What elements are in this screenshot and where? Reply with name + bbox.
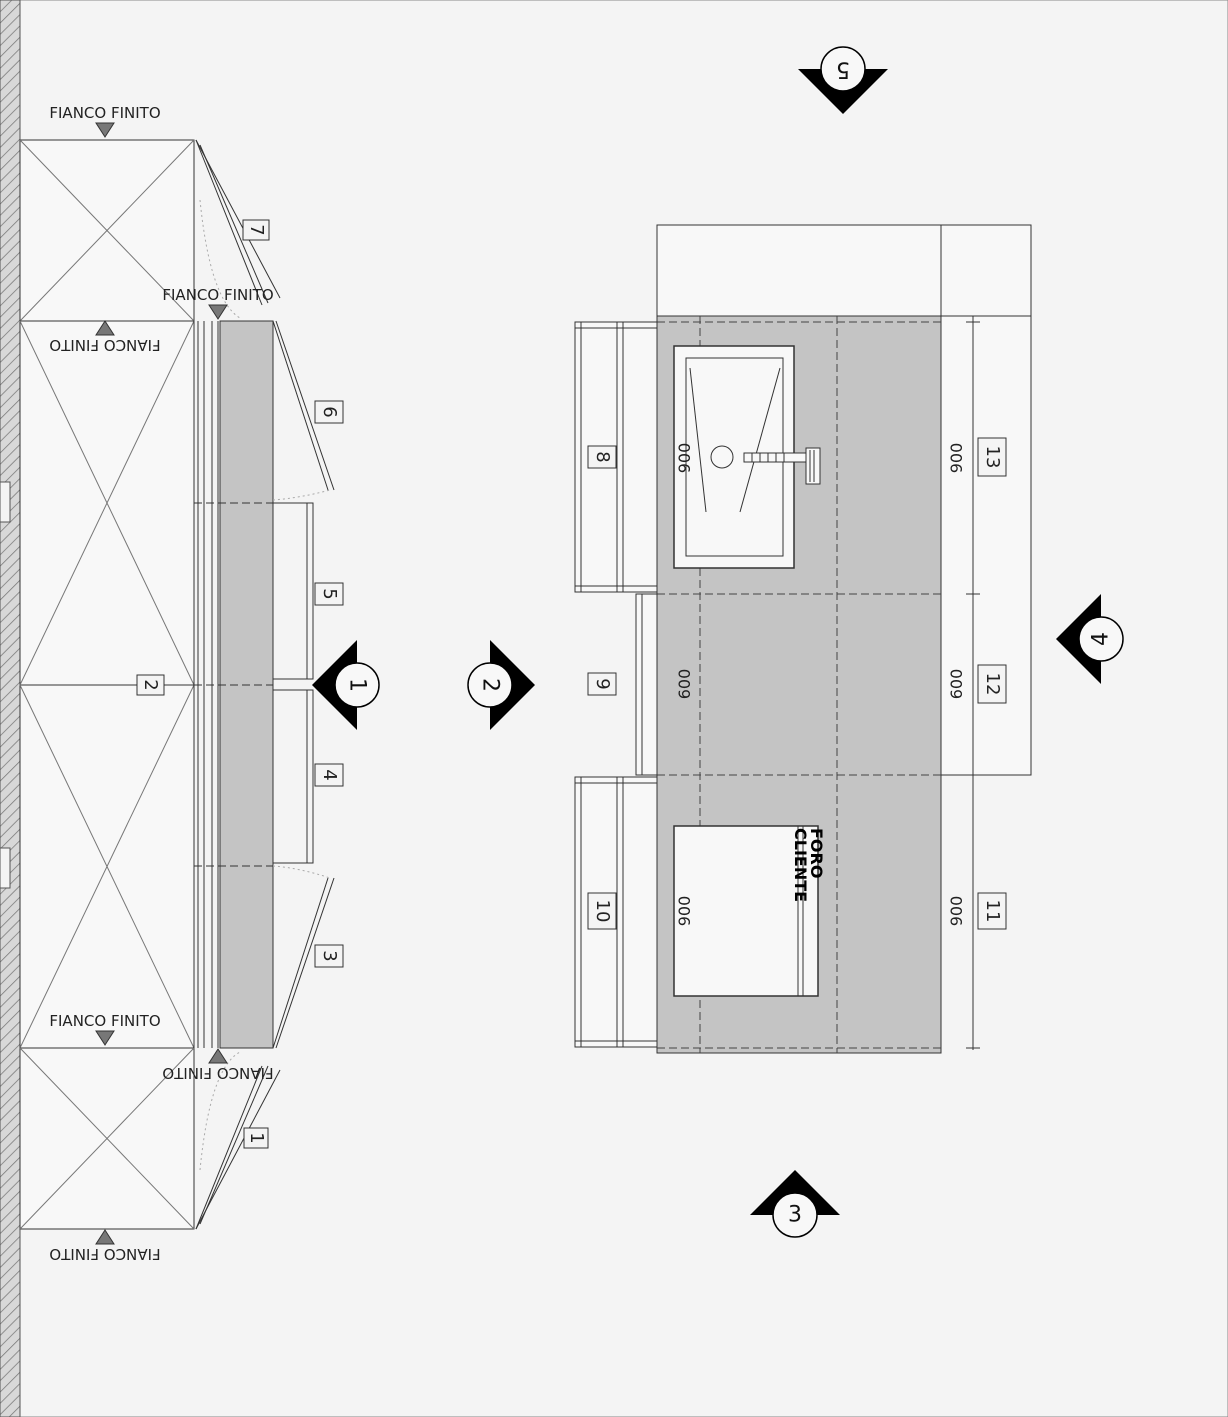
svg-text:11: 11 <box>982 900 1003 923</box>
drain-icon <box>710 445 734 469</box>
drawing-frame <box>19 0 1228 1417</box>
finish-marker-icon <box>95 1229 115 1245</box>
foro-cliente-cutout: FORO CLIENTE <box>673 825 826 997</box>
cabinet-tag-4: 4 <box>314 763 344 787</box>
cabinet-tag-9: 9 <box>587 672 617 696</box>
section-marker-4: 4 <box>1056 594 1124 684</box>
dim-outer-2: 600 <box>947 669 966 700</box>
section-marker-1: 1 <box>312 640 380 730</box>
drawer-4 <box>272 689 314 864</box>
finish-marker-icon <box>95 1030 115 1046</box>
wall-tag-upper <box>0 481 11 523</box>
section-marker-3: 3 <box>750 1170 840 1238</box>
foro-label-line1: FORO <box>807 828 826 878</box>
finish-marker-icon <box>208 1048 228 1064</box>
cabinet-tag-8: 8 <box>587 445 617 469</box>
dim-outer-1: 900 <box>947 443 966 474</box>
svg-text:9: 9 <box>592 678 613 689</box>
svg-text:FIANCO FINITO: FIANCO FINITO <box>49 336 160 354</box>
cabinet-tag-11: 11 <box>977 892 1007 930</box>
svg-text:5: 5 <box>319 588 340 599</box>
svg-text:1: 1 <box>345 678 370 692</box>
finish-marker-icon <box>95 122 115 138</box>
svg-text:2: 2 <box>478 678 503 692</box>
wall-tag-lower <box>0 847 11 889</box>
svg-text:4: 4 <box>319 769 340 780</box>
island-top-panel <box>656 224 942 317</box>
svg-text:1: 1 <box>246 1132 267 1143</box>
door-swing-bottom <box>195 1051 281 1230</box>
cabinet-tag-3: 3 <box>314 944 344 968</box>
svg-text:FIANCO FINITO: FIANCO FINITO <box>49 1245 160 1263</box>
cabinet-tag-10: 10 <box>587 892 617 930</box>
svg-text:13: 13 <box>982 446 1003 469</box>
hatched-wall <box>0 0 21 1417</box>
door-swing-3 <box>272 865 335 1049</box>
tall-unit-bottom <box>19 1047 195 1230</box>
door-swing-6 <box>272 320 335 501</box>
cabinet-tag-1: 1 <box>243 1127 269 1149</box>
dim-outer-3: 900 <box>947 896 966 927</box>
svg-text:FIANCO FINITO: FIANCO FINITO <box>49 1012 160 1030</box>
door-swing-top <box>195 139 281 319</box>
faucet-icon <box>743 447 821 485</box>
cabinet-tag-5: 5 <box>314 582 344 606</box>
cabinet-tag-13: 13 <box>977 437 1007 477</box>
dim-inner-2: 600 <box>675 669 694 700</box>
finish-marker-icon <box>95 320 115 336</box>
svg-text:7: 7 <box>246 224 267 235</box>
left-countertop-joints <box>194 502 273 867</box>
svg-text:8: 8 <box>592 451 613 462</box>
svg-text:3: 3 <box>788 1203 802 1228</box>
svg-text:FIANCO FINITO: FIANCO FINITO <box>162 1064 273 1082</box>
cabinet-tag-7: 7 <box>242 219 270 241</box>
svg-text:FIANCO FINITO: FIANCO FINITO <box>49 104 160 122</box>
svg-text:5: 5 <box>836 57 850 82</box>
svg-text:FIANCO FINITO: FIANCO FINITO <box>162 286 273 304</box>
fianco-finito-label-1: FIANCO FINITO <box>49 104 161 138</box>
cabinet-tag-12: 12 <box>977 664 1007 704</box>
svg-text:6: 6 <box>319 406 340 417</box>
section-marker-2: 2 <box>467 640 535 730</box>
dim-inner-1: 900 <box>675 443 694 474</box>
cabinet-tag-2: 2 <box>136 674 165 696</box>
fianco-finito-label-5: FIANCO FINITO <box>162 1048 274 1082</box>
tall-unit-top <box>19 139 195 322</box>
dimension-line <box>966 316 980 1050</box>
fianco-finito-label-6: FIANCO FINITO <box>49 1229 161 1263</box>
fianco-finito-label-4: FIANCO FINITO <box>49 1012 161 1046</box>
fianco-finito-label-3: FIANCO FINITO <box>49 320 161 354</box>
svg-text:4: 4 <box>1089 632 1114 646</box>
svg-text:3: 3 <box>319 950 340 961</box>
foro-label-line2: CLIENTE <box>791 828 810 902</box>
section-marker-5: 5 <box>798 46 888 114</box>
svg-text:2: 2 <box>140 679 161 690</box>
svg-text:12: 12 <box>982 673 1003 696</box>
island-drawer-9 <box>635 593 658 776</box>
cabinet-tag-6: 6 <box>314 400 344 424</box>
svg-text:10: 10 <box>592 900 613 923</box>
drawer-5 <box>272 502 314 680</box>
tall-unit-middle <box>19 320 195 1049</box>
finish-marker-icon <box>208 304 228 320</box>
fianco-finito-label-2: FIANCO FINITO <box>162 286 274 320</box>
dim-inner-3: 900 <box>675 896 694 927</box>
